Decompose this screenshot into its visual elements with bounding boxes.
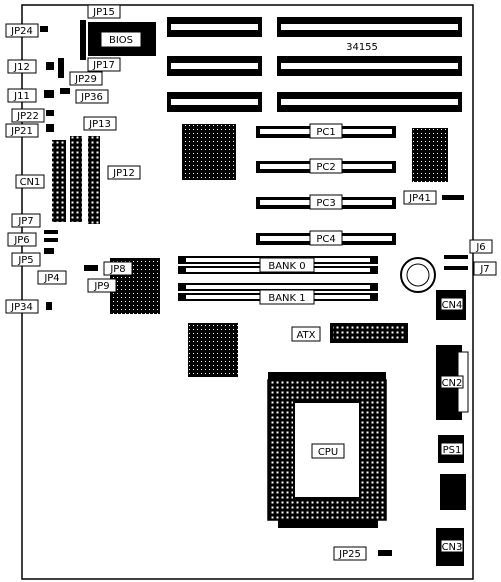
jp21-pins [46,124,54,132]
jp15-label: JP15 [92,7,115,18]
ps2-connector [440,474,466,510]
jp8-label: JP8 [109,264,125,275]
battery [400,257,436,293]
pc2-label: PC2 [316,162,335,173]
pci-slot-3: PC3 [256,194,396,210]
j7-pins [444,266,468,270]
cn1-header [52,140,66,222]
chipset-chip-2 [412,128,448,182]
bios-chip: BIOS [88,22,156,56]
cn3-label: CN3 [442,542,463,553]
ps1-connector: PS1 [438,435,464,463]
cn3-connector: CN3 [436,528,464,566]
bios-label: BIOS [109,35,133,46]
j12-pins [46,62,54,70]
jp22-pins [46,110,54,116]
jp5-label: JP5 [17,255,33,266]
jp41-label: JP41 [408,193,431,204]
memory-bank-0: BANK 0 [178,256,378,274]
atx-power-connector: ATX [291,323,408,343]
pc3-label: PC3 [316,198,335,209]
jp34-pins [46,302,52,310]
jp34-label: JP34 [10,302,33,313]
j12-label: J12 [13,62,30,73]
jp15-pins [80,20,86,60]
cn2-label: CN2 [442,378,463,389]
jp24-pins [40,26,48,32]
cpu-socket: CPU [267,372,387,528]
pc4-label: PC4 [316,234,335,245]
cn2-connector: CN2 [436,345,469,420]
jp29-label: JP29 [74,74,97,85]
pc1-label: PC1 [316,127,335,138]
jp5-pins [44,248,54,254]
j11-label: J11 [13,91,30,102]
j7-label: J7 [479,264,489,275]
cn4-connector: CN4 [436,290,466,320]
jp21-label: JP21 [10,126,33,137]
jp25-label: JP25 [338,549,361,560]
cn1-label: CN1 [20,177,41,188]
pci-slot-2: PC2 [256,158,396,174]
jp36-pins [60,88,70,94]
jp36-label: JP36 [80,92,103,103]
cpu-label: CPU [318,447,338,458]
j6-pins [444,255,468,259]
jp22-label: JP22 [16,111,39,122]
jp12-header [88,136,100,224]
jp17-label: JP17 [92,60,115,71]
jp24-label: JP24 [10,26,33,37]
jp41-pins [442,195,464,200]
jp12-label: JP12 [112,168,135,179]
jp8-pins [84,265,98,271]
atx-label: ATX [296,330,315,341]
jumper-labels: JP24 JP15 J12 JP29 JP17 J11 JP36 JP22 JP… [5,4,497,561]
jp4-label: JP4 [43,273,59,284]
chipset-chip-1 [182,124,236,180]
jp6-pins [44,238,58,242]
bank1-label: BANK 1 [268,293,305,304]
ps1-label: PS1 [443,445,462,456]
jp6-label: JP6 [13,235,29,246]
bank0-label: BANK 0 [268,261,305,272]
jp7-label: JP7 [17,216,33,227]
jp29-pins [58,58,64,78]
controller-chip [188,323,238,377]
jp7-pins [44,230,58,234]
jp25-pins [378,550,392,556]
memory-bank-1: BANK 1 [178,283,378,305]
jp13-label: JP13 [88,119,111,130]
isa-slots [167,17,462,112]
jp13-header [70,136,82,222]
j11-pins [44,90,54,98]
j6-label: J6 [475,242,485,253]
pci-slot-4: PC4 [256,230,396,246]
jp9-label: JP9 [93,281,109,292]
pci-slot-1: PC1 [256,123,396,139]
part-number: 34155 [346,42,378,53]
cn4-label: CN4 [442,300,463,311]
